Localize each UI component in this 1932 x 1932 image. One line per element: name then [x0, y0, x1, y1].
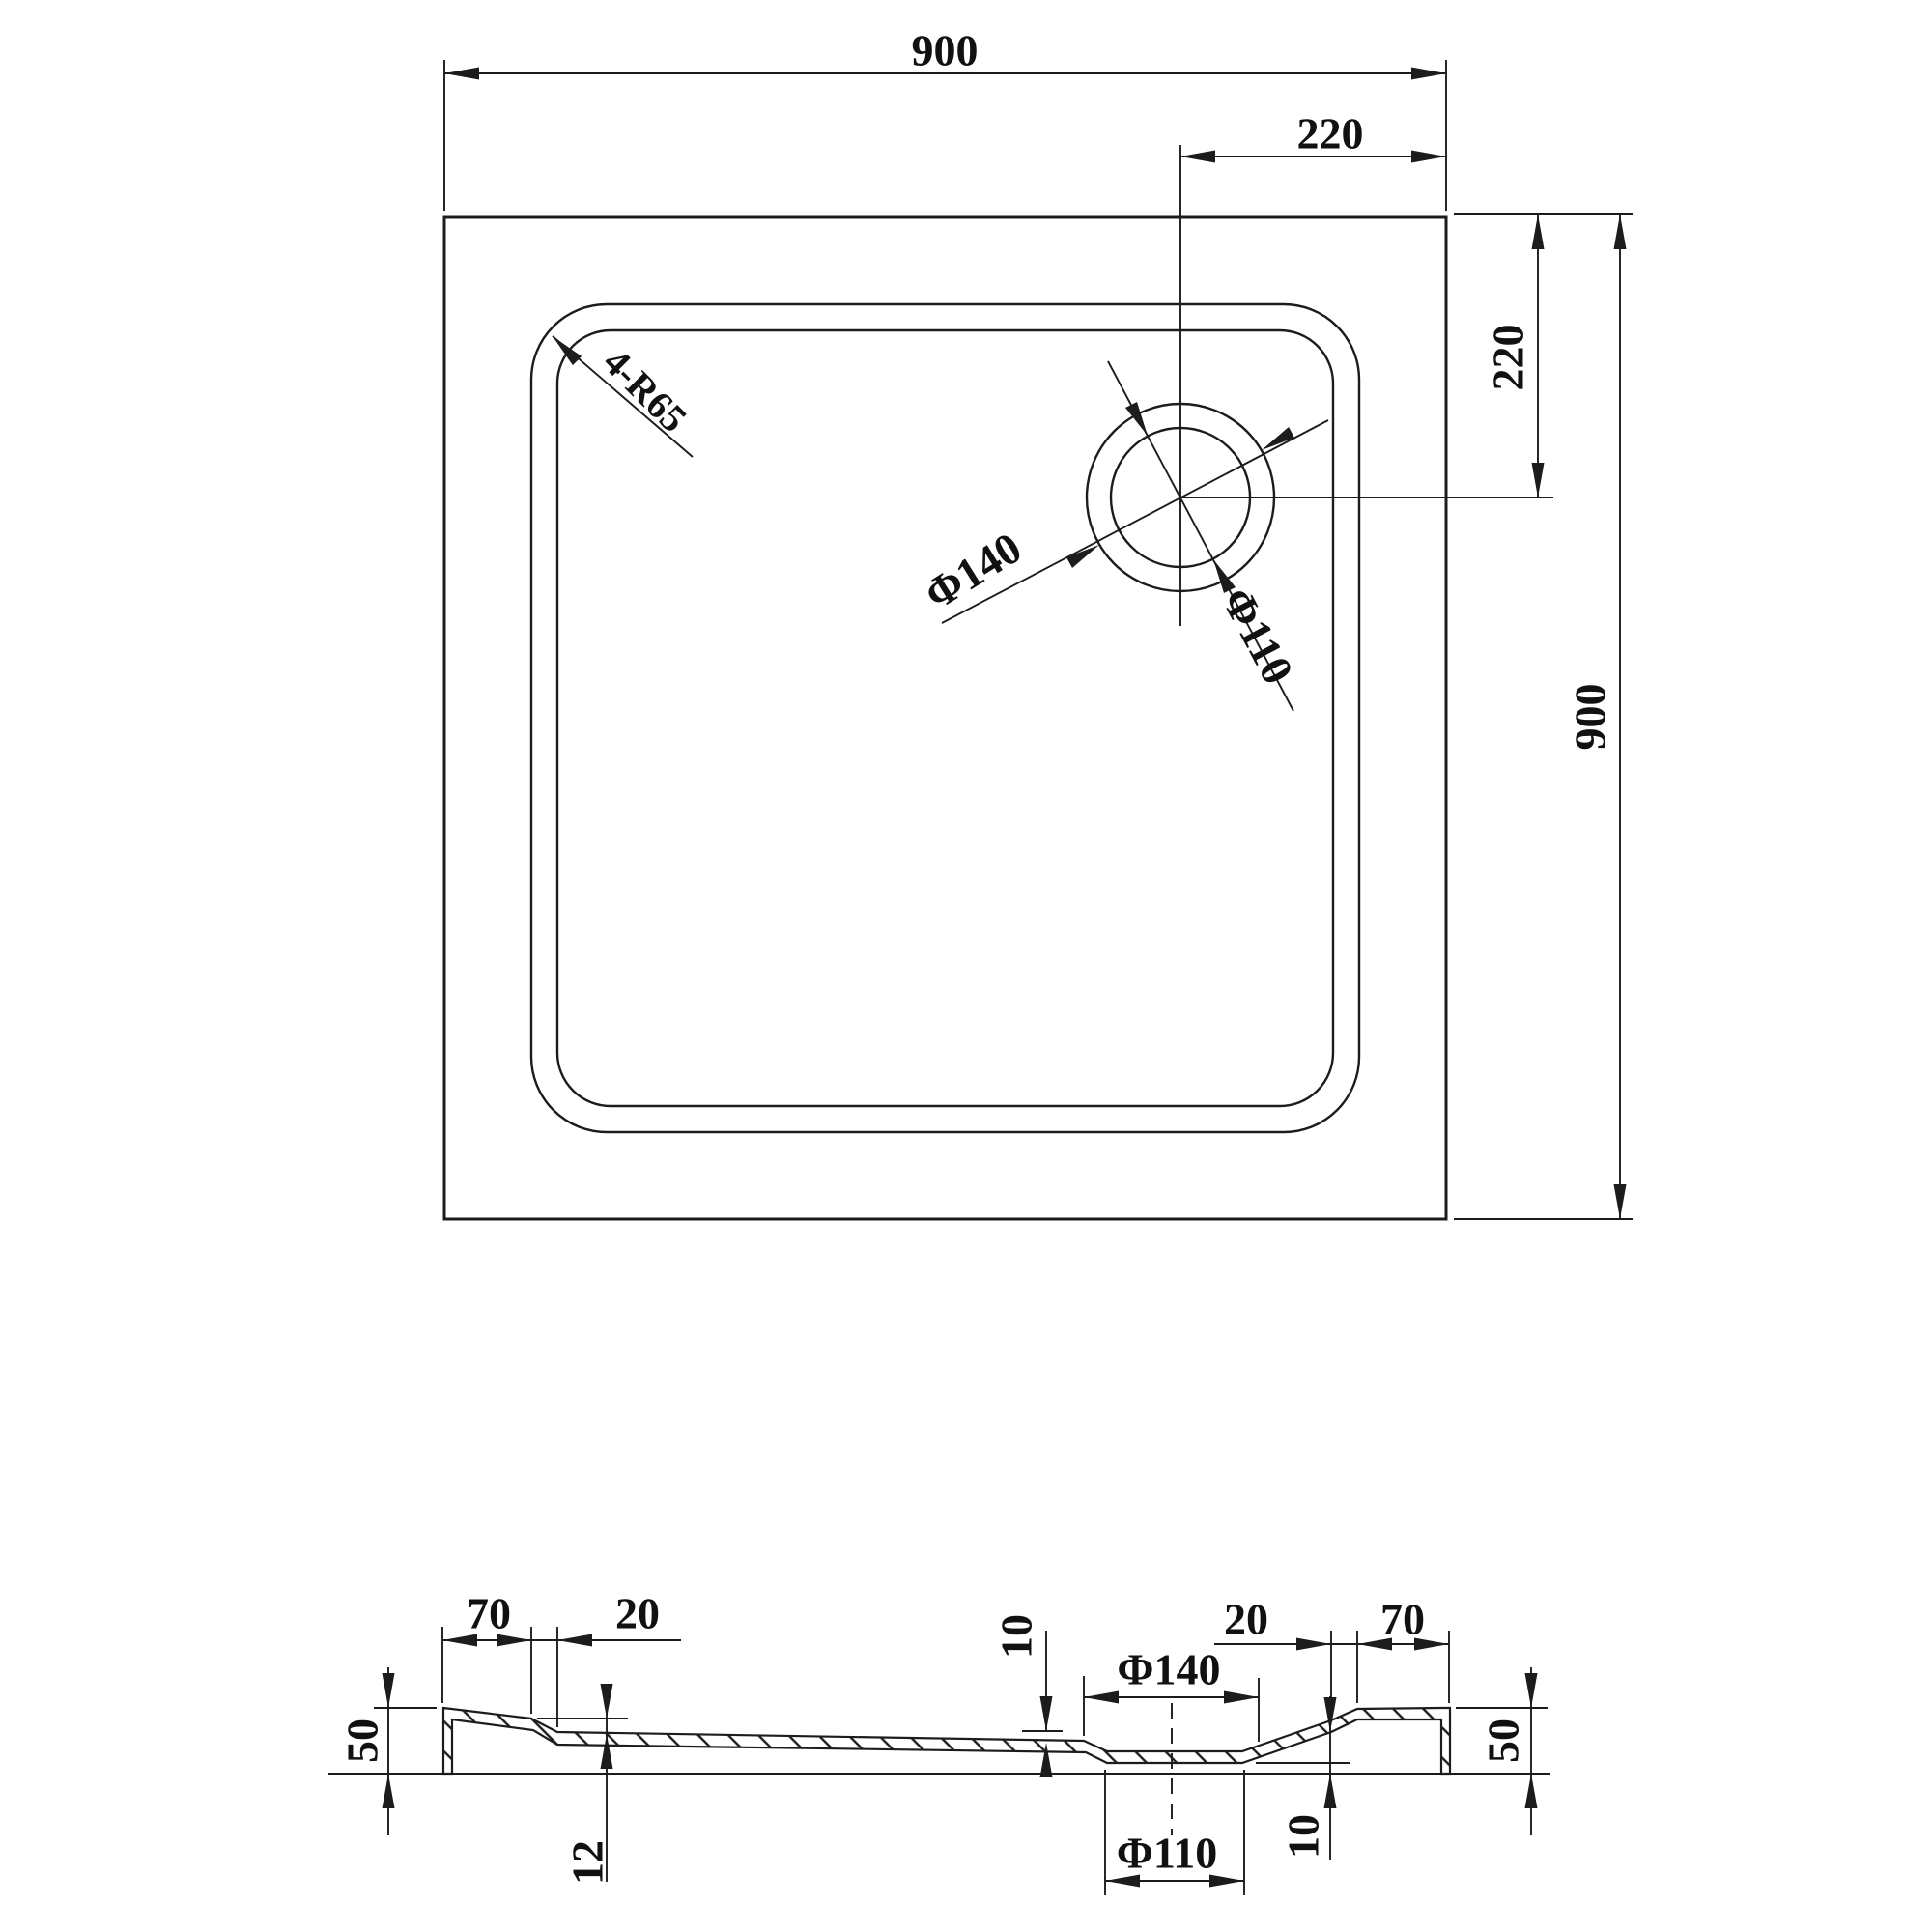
dim-recess-drop-10: 10 — [992, 1614, 1063, 1777]
arrow — [1357, 1637, 1392, 1651]
arrow-right — [1411, 150, 1446, 163]
arrow-left — [444, 67, 479, 80]
dim-text-floor-drop: 12 — [563, 1840, 612, 1885]
plan-view: 900 220 220 900 4-R — [442, 26, 1633, 1221]
arrow — [1296, 1637, 1331, 1651]
section-view: 70 20 20 70 Φ140 — [328, 1589, 1550, 1895]
arrow-up — [1613, 214, 1627, 249]
arrow-up — [600, 1734, 613, 1769]
dim-text-offset-y: 220 — [1484, 325, 1533, 391]
arrow-right — [1411, 67, 1446, 80]
dim-text-width: 900 — [912, 26, 979, 75]
callout-corner-radius: 4-R65 — [552, 335, 696, 458]
leader-arrow — [553, 336, 582, 366]
dim-recess-top-dia: Φ140 — [1083, 1645, 1260, 1742]
arrow-up — [382, 1774, 395, 1808]
dim-text-left-slope: 20 — [615, 1589, 660, 1638]
dim-text-height: 900 — [1566, 684, 1615, 751]
dim-drain-offset-x-220: 220 — [1180, 109, 1446, 163]
arrow-up — [1323, 1774, 1337, 1808]
tray-rim-inner-line — [555, 328, 1335, 1108]
arrow-up — [1531, 214, 1545, 249]
arrow-right — [1224, 1690, 1259, 1704]
dim-height-900: 900 — [1566, 214, 1627, 1219]
dim-recess-bottom-height-10: 10 — [1256, 1696, 1350, 1860]
diameter-line — [941, 419, 1329, 624]
arrow-upper-right — [1262, 427, 1294, 450]
dim-left-wall-height-50: 50 — [338, 1667, 437, 1835]
dim-right-slope-and-flange: 20 70 — [1214, 1595, 1450, 1716]
dim-width-900: 900 — [443, 26, 1447, 211]
arrow-right — [1209, 1874, 1244, 1888]
arrow-down — [382, 1673, 395, 1708]
arrow — [497, 1634, 531, 1647]
dim-text-recess-bottom-height: 10 — [1279, 1814, 1328, 1859]
dim-right-wall-height-50: 50 — [1456, 1667, 1548, 1835]
arrow — [1414, 1637, 1449, 1651]
arrow-down — [1524, 1673, 1538, 1708]
dim-left-flange-and-slope: 70 20 — [441, 1589, 681, 1727]
arrow-left — [1105, 1874, 1140, 1888]
dim-text-recess-top-dia: Φ140 — [1117, 1645, 1220, 1694]
drain-inner-dia-text: Φ110 — [1212, 580, 1303, 692]
arrow-down — [600, 1684, 613, 1719]
dim-text-recess-bottom-dia: Φ110 — [1117, 1829, 1218, 1878]
dim-text-offset-x: 220 — [1297, 109, 1364, 158]
arrow-down — [1613, 1184, 1627, 1219]
callout-drain-outer-dia: Φ140 — [916, 419, 1329, 624]
tray-rim-outer-line — [529, 302, 1361, 1134]
dim-text-right-slope: 20 — [1224, 1595, 1268, 1644]
dim-drain-offset-y-220: 220 — [1484, 214, 1545, 497]
arrow — [557, 1634, 592, 1647]
arrow-up — [1039, 1743, 1053, 1777]
arrow-up — [1524, 1774, 1538, 1808]
dim-text-right-flange: 70 — [1380, 1595, 1425, 1644]
corner-radius-text: 4-R65 — [595, 340, 696, 440]
arrow-lower-left — [1066, 545, 1099, 568]
drain-outer-dia-text: Φ140 — [916, 523, 1030, 619]
dim-recess-bottom-dia: Φ110 — [1104, 1770, 1245, 1895]
arrow — [442, 1634, 477, 1647]
dim-left-floor-drop-12: 12 — [537, 1684, 628, 1885]
dim-text-recess-drop: 10 — [992, 1614, 1041, 1659]
arrow-lower-right — [1213, 559, 1236, 593]
tray-section-profile — [441, 1706, 1452, 1776]
arrow-upper-left — [1125, 402, 1148, 436]
dim-text-left-flange: 70 — [467, 1589, 511, 1638]
dim-text-left-wall-height: 50 — [338, 1719, 387, 1763]
callout-drain-inner-dia: Φ110 — [1107, 360, 1303, 712]
arrow-down — [1323, 1697, 1337, 1732]
tray-outer-edge — [442, 215, 1448, 1221]
arrow-left — [1084, 1690, 1119, 1704]
arrow-down — [1531, 463, 1545, 497]
arrow-left — [1180, 150, 1215, 163]
arrow-down — [1039, 1696, 1053, 1731]
dim-text-right-wall-height: 50 — [1479, 1719, 1528, 1763]
